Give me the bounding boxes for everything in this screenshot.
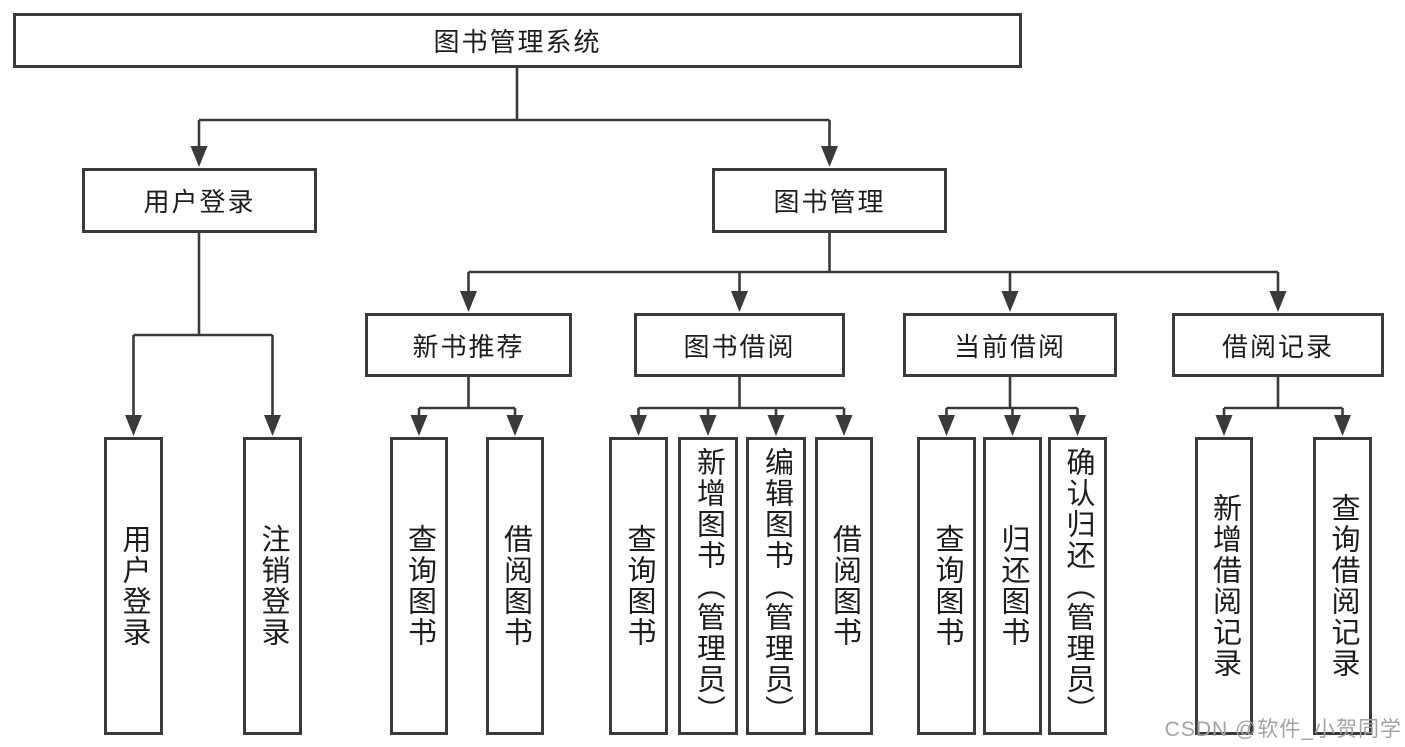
node-label: 图书管理 <box>773 187 886 217</box>
leaf-add-borrow-record: 新增借阅记录 <box>1195 437 1253 735</box>
node-book-management: 图书管理 <box>712 168 947 233</box>
node-label: 当前借阅 <box>953 331 1066 362</box>
leaf-edit-books-admin: 编辑图书（管理员） <box>746 437 806 735</box>
node-borrowing-records: 借阅记录 <box>1172 313 1384 377</box>
node-label: 查询图书 <box>931 524 963 648</box>
node-label: 注销登录 <box>257 524 289 648</box>
node-label: 用户登录 <box>143 187 256 217</box>
leaf-borrow-books-2: 借阅图书 <box>815 437 873 735</box>
node-label: 新增借阅记录 <box>1208 493 1241 679</box>
leaf-query-borrow-record: 查询借阅记录 <box>1313 437 1372 735</box>
node-label: 查询图书 <box>403 524 436 648</box>
node-label: 查询借阅记录 <box>1327 493 1359 679</box>
leaf-query-books-3: 查询图书 <box>917 437 976 735</box>
leaf-user-login: 用户登录 <box>104 437 163 735</box>
node-label: 确认归还（管理员） <box>1062 446 1094 726</box>
csdn-watermark: CSDN @软件_小贺同学 <box>1164 718 1402 741</box>
node-label: 借阅图书 <box>499 524 532 648</box>
leaf-return-books: 归还图书 <box>983 437 1042 735</box>
node-label: 归还图书 <box>997 524 1029 648</box>
leaf-query-books-1: 查询图书 <box>390 437 448 735</box>
leaf-add-books-admin: 新增图书（管理员） <box>678 437 738 735</box>
leaf-confirm-return-admin: 确认归还（管理员） <box>1048 437 1107 735</box>
node-book-borrowing: 图书借阅 <box>634 313 845 377</box>
node-current-borrowing: 当前借阅 <box>903 313 1117 377</box>
node-label: 借阅图书 <box>828 524 861 648</box>
leaf-logout: 注销登录 <box>243 437 302 735</box>
node-label: 图书借阅 <box>683 331 796 362</box>
leaf-query-books-2: 查询图书 <box>609 437 668 735</box>
node-label: 用户登录 <box>118 524 150 648</box>
node-label: 新书推荐 <box>412 331 525 362</box>
node-label: 图书管理系统 <box>433 27 602 57</box>
leaf-borrow-books-1: 借阅图书 <box>486 437 544 735</box>
node-label: 借阅记录 <box>1221 331 1334 362</box>
node-label: 新增图书（管理员） <box>692 446 725 726</box>
node-new-book-recommend: 新书推荐 <box>365 313 572 377</box>
node-book-management-system: 图书管理系统 <box>13 13 1022 68</box>
node-label: 查询图书 <box>623 524 655 648</box>
node-user-login: 用户登录 <box>82 168 317 233</box>
node-label: 编辑图书（管理员） <box>760 446 793 726</box>
